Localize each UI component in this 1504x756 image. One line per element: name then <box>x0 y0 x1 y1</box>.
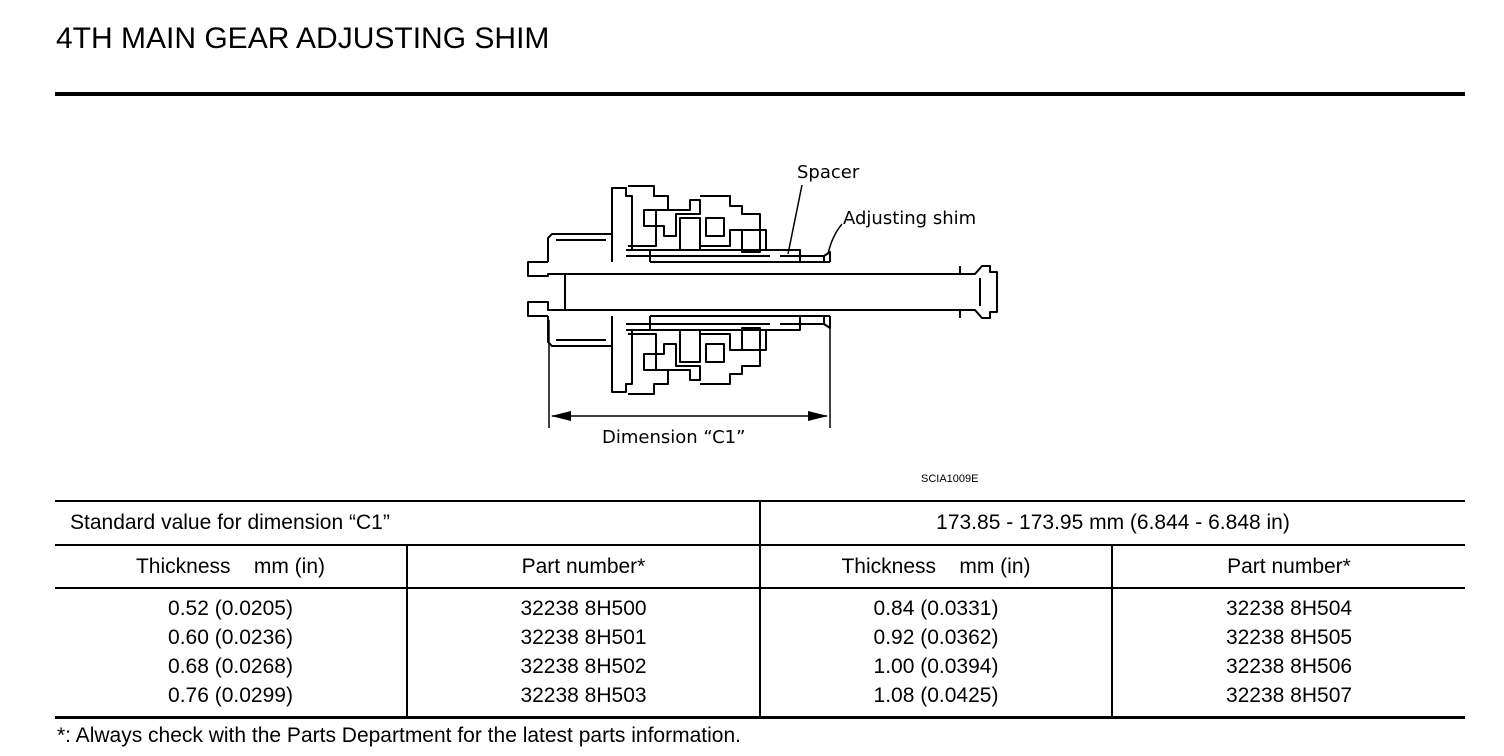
part-number-cell: 32238 8H502 <box>407 652 761 681</box>
table-row: 0.76 (0.0299) 32238 8H503 1.08 (0.0425) … <box>55 681 1465 719</box>
page-title: 4TH MAIN GEAR ADJUSTING SHIM <box>56 22 550 55</box>
part-number-cell: 32238 8H504 <box>1225 596 1353 620</box>
thickness-cell: 1.00 (0.0394) <box>760 652 1113 681</box>
parts-footnote: *: Always check with the Parts Departmen… <box>57 724 741 747</box>
shim-leader <box>827 223 843 255</box>
standard-value: 173.85 - 173.95 mm (6.844 - 6.848 in) <box>760 500 1465 546</box>
mainshaft-diagram <box>527 184 998 428</box>
part-number-cell: 32238 8H505 <box>1225 625 1353 649</box>
header-part-number: Part number* <box>1112 545 1465 589</box>
standard-value-row: Standard value for dimension “C1” 173.85… <box>55 500 1465 546</box>
part-number-cell: 32238 8H501 <box>407 623 761 652</box>
shaft-outline <box>527 261 998 319</box>
thickness-cell: 0.84 (0.0331) <box>760 588 1113 623</box>
adjusting-shim-label: Adjusting shim <box>843 208 977 229</box>
part-number-cell: 32238 8H507 <box>1112 681 1465 719</box>
thickness-cell: 0.92 (0.0362) <box>760 623 1113 652</box>
header-thickness: Thickness mm (in) <box>55 545 408 589</box>
thickness-cell: 0.60 (0.0236) <box>55 623 408 652</box>
figure-id: SCIA1009E <box>921 473 979 485</box>
table-row: 0.60 (0.0236) 32238 8H501 0.92 (0.0362) … <box>55 623 1465 652</box>
spacer-leader <box>787 184 803 255</box>
thickness-cell: 0.52 (0.0205) <box>55 588 408 623</box>
spacer-upper <box>766 249 801 262</box>
standard-value-label: Standard value for dimension “C1” <box>55 500 761 546</box>
shim-upper <box>823 251 831 262</box>
part-number-cell: 32238 8H506 <box>1225 654 1353 678</box>
thickness-cell: 0.76 (0.0299) <box>55 681 408 719</box>
dimension-c1-label: Dimension “C1” <box>602 427 746 448</box>
shim-spec-table: Standard value for dimension “C1” 173.85… <box>55 500 1465 719</box>
part-number-cell: 32238 8H503 <box>407 681 761 719</box>
thickness-cell: 0.68 (0.0268) <box>55 652 408 681</box>
header-thickness: Thickness mm (in) <box>760 545 1113 589</box>
thickness-cell: 1.08 (0.0425) <box>760 681 1113 719</box>
title-divider <box>55 92 1465 96</box>
header-part-number: Part number* <box>407 545 761 589</box>
part-number-cell: 32238 8H500 <box>407 588 761 623</box>
table-row: 0.68 (0.0268) 32238 8H502 1.00 (0.0394) … <box>55 652 1465 681</box>
spacer-label: Spacer <box>797 162 860 183</box>
table-row: 0.52 (0.0205) 32238 8H500 0.84 (0.0331) … <box>55 588 1465 623</box>
table-header-row: Thickness mm (in) Part number* Thickness… <box>55 545 1465 589</box>
